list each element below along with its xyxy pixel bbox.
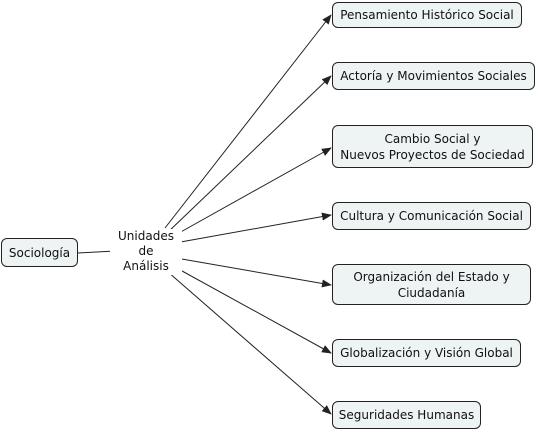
arrow-cambio: [169, 147, 332, 239]
seguridades-humanas-node[interactable]: Seguridades Humanas: [332, 401, 481, 429]
cambio-social-node[interactable]: Cambio Social y Nuevos Proyectos de Soci…: [332, 125, 533, 168]
arrow-organizacion: [175, 257, 332, 288]
organizacion-estado-node[interactable]: Organización del Estado y Ciudadanía: [332, 264, 531, 305]
actoria-movimientos-node[interactable]: Actoría y Movimientos Sociales: [332, 62, 535, 90]
arrow-seguridades: [167, 271, 332, 415]
globalizacion-node[interactable]: Globalización y Visión Global: [332, 339, 521, 367]
cultura-comunicacion-node[interactable]: Cultura y Comunicación Social: [332, 202, 531, 230]
root-to-phrase-line: [77, 250, 116, 254]
arrow-globalizacion: [172, 265, 332, 354]
arrow-cultura: [174, 212, 332, 244]
pensamiento-historico-node[interactable]: Pensamiento Histórico Social: [332, 2, 522, 28]
sociologia-node[interactable]: Sociología: [1, 238, 78, 267]
arrow-actoria: [166, 75, 332, 234]
linking-phrase: Unidades de Análisis: [110, 229, 182, 275]
arrow-pensamiento: [164, 14, 332, 229]
